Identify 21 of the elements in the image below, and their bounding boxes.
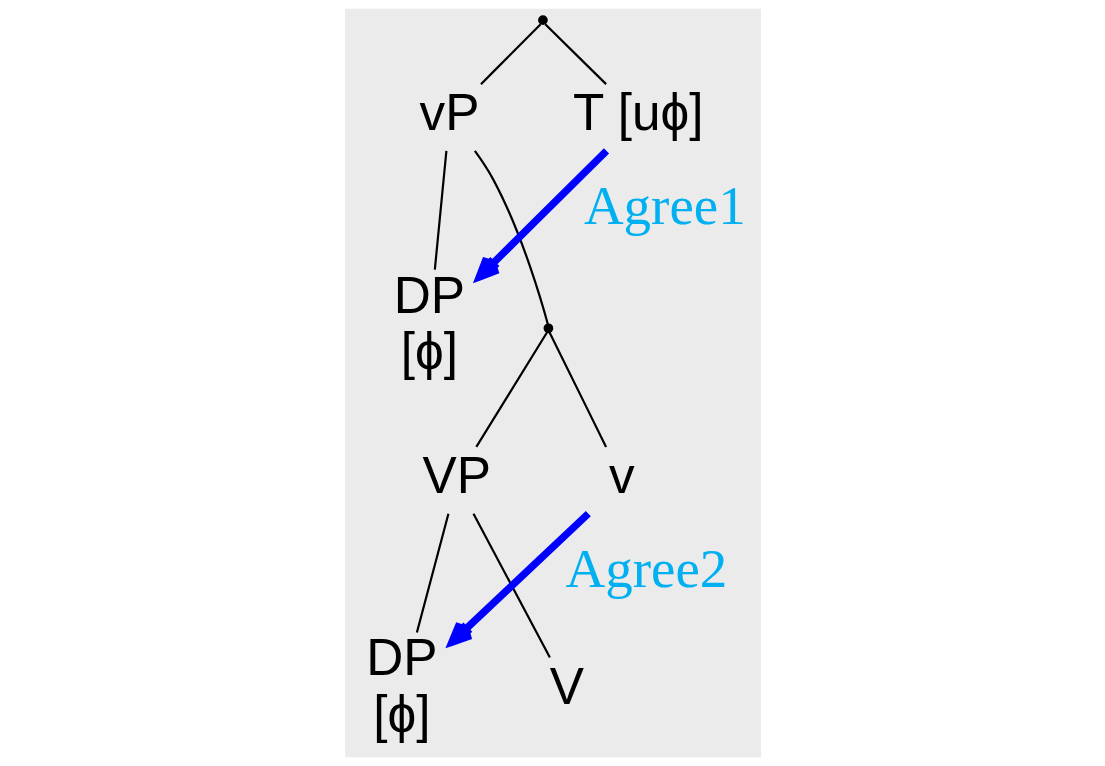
node-text: v [608,447,635,505]
node-text: T [uϕ] [572,84,703,142]
connector [472,513,551,659]
arrow [475,148,609,281]
connector [415,513,449,633]
node-point [543,323,553,334]
connector [547,331,607,448]
node-text: vP [419,84,479,142]
node-point [537,15,548,25]
arrow [447,511,591,646]
node-text: DP [ϕ] [393,266,465,381]
node-text: DP [ϕ] [365,629,437,744]
edge-label: Agree2 [565,537,727,599]
connector [544,23,607,85]
connector [473,150,549,325]
connector [433,150,447,270]
node-text: VP [422,447,491,505]
connector [474,331,548,448]
edge-label: Agree1 [583,174,746,236]
connector [479,23,541,85]
node-text: V [549,657,584,715]
